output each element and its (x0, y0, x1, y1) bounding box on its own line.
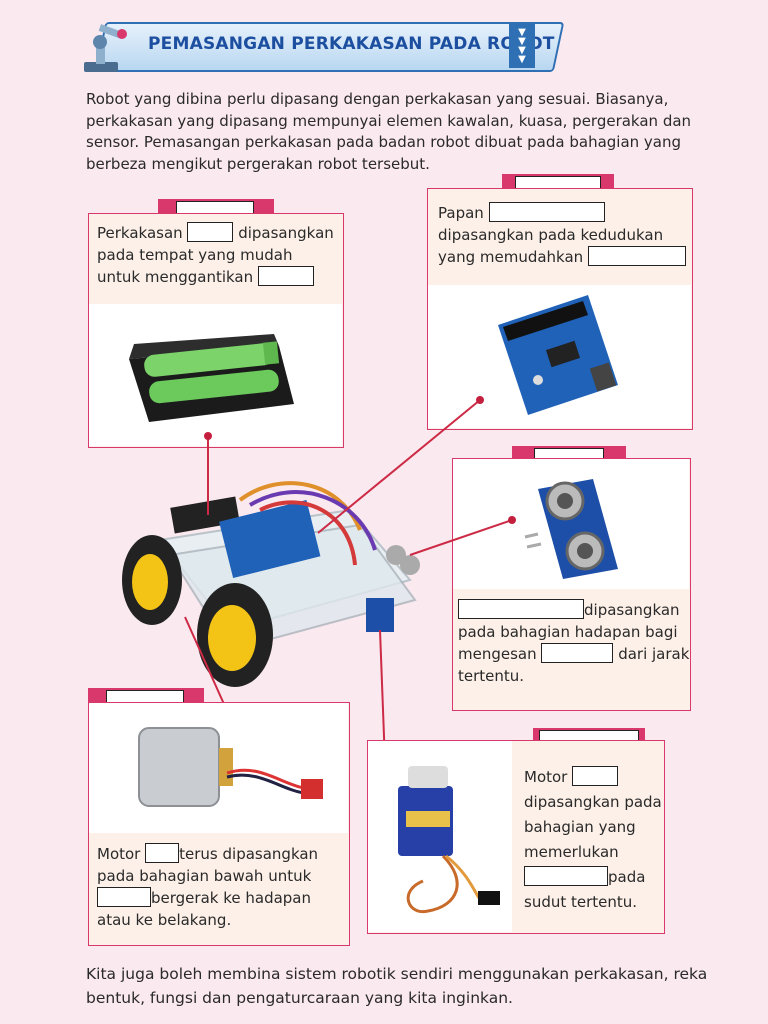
battery-holder-photo (89, 304, 342, 446)
dc-motor-photo (89, 703, 348, 833)
servo-motor-photo (368, 741, 512, 932)
answer-blank[interactable] (257, 266, 314, 286)
servo-card: Motor dipasangkan pada bahagian yang mem… (367, 740, 665, 934)
battery-card: Perkakasan dipasangkan pada tempat yang … (88, 213, 344, 448)
answer-blank[interactable] (587, 246, 686, 266)
battery-card-text: Perkakasan dipasangkan pada tempat yang … (97, 222, 334, 286)
robot-car-photo (122, 481, 420, 687)
answer-blank[interactable] (541, 643, 614, 663)
chevron-down-icon: ▼▼▼▼ (509, 24, 535, 68)
answer-blank[interactable] (524, 866, 608, 886)
answer-blank[interactable] (145, 843, 180, 863)
answer-blank[interactable] (572, 766, 619, 786)
answer-blank[interactable] (97, 887, 151, 907)
sensor-card-text: dipasangkan pada bahagian hadapan bagi m… (458, 599, 690, 685)
answer-blank[interactable] (187, 222, 234, 242)
arduino-board-photo (428, 285, 691, 428)
servo-card-text: Motor dipasangkan pada bahagian yang mem… (524, 766, 662, 911)
dc-motor-card-text: Motor terus dipasangkan pada bahagian ba… (97, 843, 319, 929)
board-card: Papan dipasangkan pada kedudukan yang me… (427, 188, 693, 430)
dc-motor-card: Motor terus dipasangkan pada bahagian ba… (88, 702, 350, 946)
sensor-card: dipasangkan pada bahagian hadapan bagi m… (452, 458, 691, 711)
answer-blank[interactable] (458, 599, 584, 619)
ultrasonic-sensor-photo (453, 459, 689, 589)
answer-blank[interactable] (488, 202, 605, 222)
outro-paragraph: Kita juga boleh membina sistem robotik s… (86, 965, 708, 1007)
page-title: PEMASANGAN PERKAKASAN PADA ROBOT (148, 34, 555, 54)
robot-arm-icon (84, 24, 127, 72)
intro-paragraph: Robot yang dibina perlu dipasang dengan … (86, 90, 692, 173)
board-card-text: Papan dipasangkan pada kedudukan yang me… (438, 202, 688, 268)
